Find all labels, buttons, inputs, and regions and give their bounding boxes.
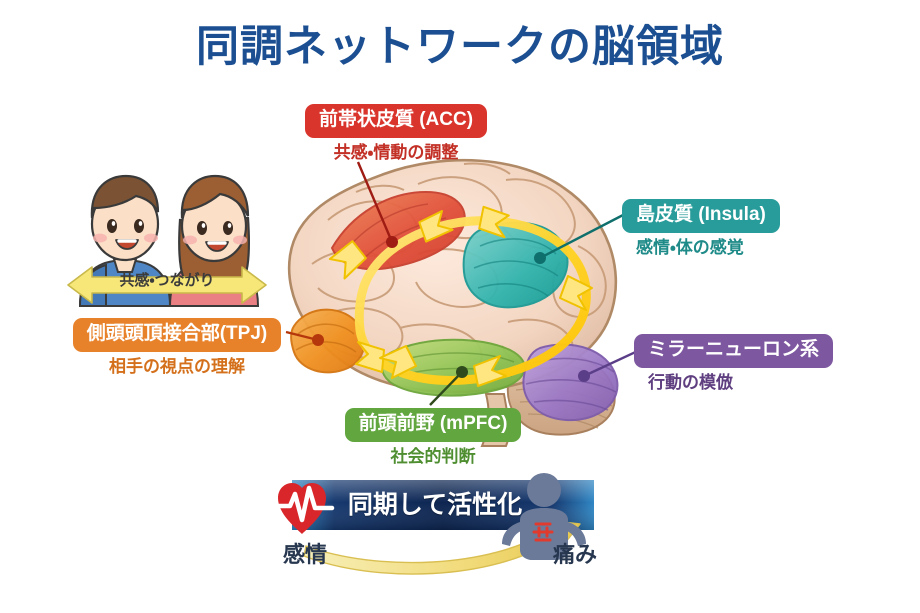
loop-arrowhead-5 [355,341,385,373]
two-people-illustration [67,174,267,307]
loop-arrowhead-1 [418,210,454,243]
page-title: 同調ネットワークの脳領域 [196,23,724,71]
callout-tpj[interactable]: 側頭頭頂接合部(TPJ) 相手の視点の理解 [52,318,302,377]
callout-mpfc-pill[interactable]: 前頭前野 (mPFC) [344,408,522,442]
loop-arrowhead-6 [379,345,417,379]
loop-arrowhead-2 [478,205,510,239]
sync-banner-text: 同期して活性化 [347,491,523,519]
callout-insula[interactable]: 島皮質 (Insula) 感情・体の感覚 [622,199,832,258]
emotion-label: 感情 [282,542,327,567]
pain-marks [532,522,554,542]
anchor-dot-mpfc [456,366,468,378]
heart-pulse-icon [275,483,335,534]
callout-mpfc-sub: 社会的判断 [390,446,476,466]
bottom-sync-diagram [275,473,594,575]
anchor-dot-mirror [578,370,590,382]
loop-arrowhead-7 [328,240,367,280]
pain-label: 痛み [552,542,597,567]
callout-mirror-neuron[interactable]: ミラーニューロン系 行動の模倣 [634,334,860,393]
callout-acc-sub: 共感・情動の調整 [333,142,459,162]
loop-arrowhead-4 [473,355,507,387]
loop-arrowhead-3 [559,275,593,311]
callout-acc[interactable]: 前帯状皮質 (ACC) 共感・情動の調整 [276,104,516,163]
anchor-dot-insula [534,252,546,264]
region-tpj [290,308,366,374]
callout-tpj-sub: 相手の視点の理解 [109,356,245,376]
anchor-dot-tpj [312,334,324,346]
callout-mirror-pill[interactable]: ミラーニューロン系 [634,334,834,368]
brain-illustration [287,158,619,447]
anchor-dot-acc [386,236,398,248]
callout-tpj-pill[interactable]: 側頭頭頂接合部(TPJ) [72,318,282,352]
callout-insula-pill[interactable]: 島皮質 (Insula) [622,199,780,233]
sync-loop-arrows [328,205,593,387]
empathy-double-arrow [67,266,267,304]
callout-acc-pill[interactable]: 前帯状皮質 (ACC) [304,104,488,138]
person-back-pain-icon [502,473,586,560]
callout-mirror-sub: 行動の模倣 [648,372,733,392]
callout-insula-sub: 感情・体の感覚 [636,237,744,257]
callout-mpfc[interactable]: 前頭前野 (mPFC) 社会的判断 [318,408,548,467]
person-boy-icon [78,174,172,307]
